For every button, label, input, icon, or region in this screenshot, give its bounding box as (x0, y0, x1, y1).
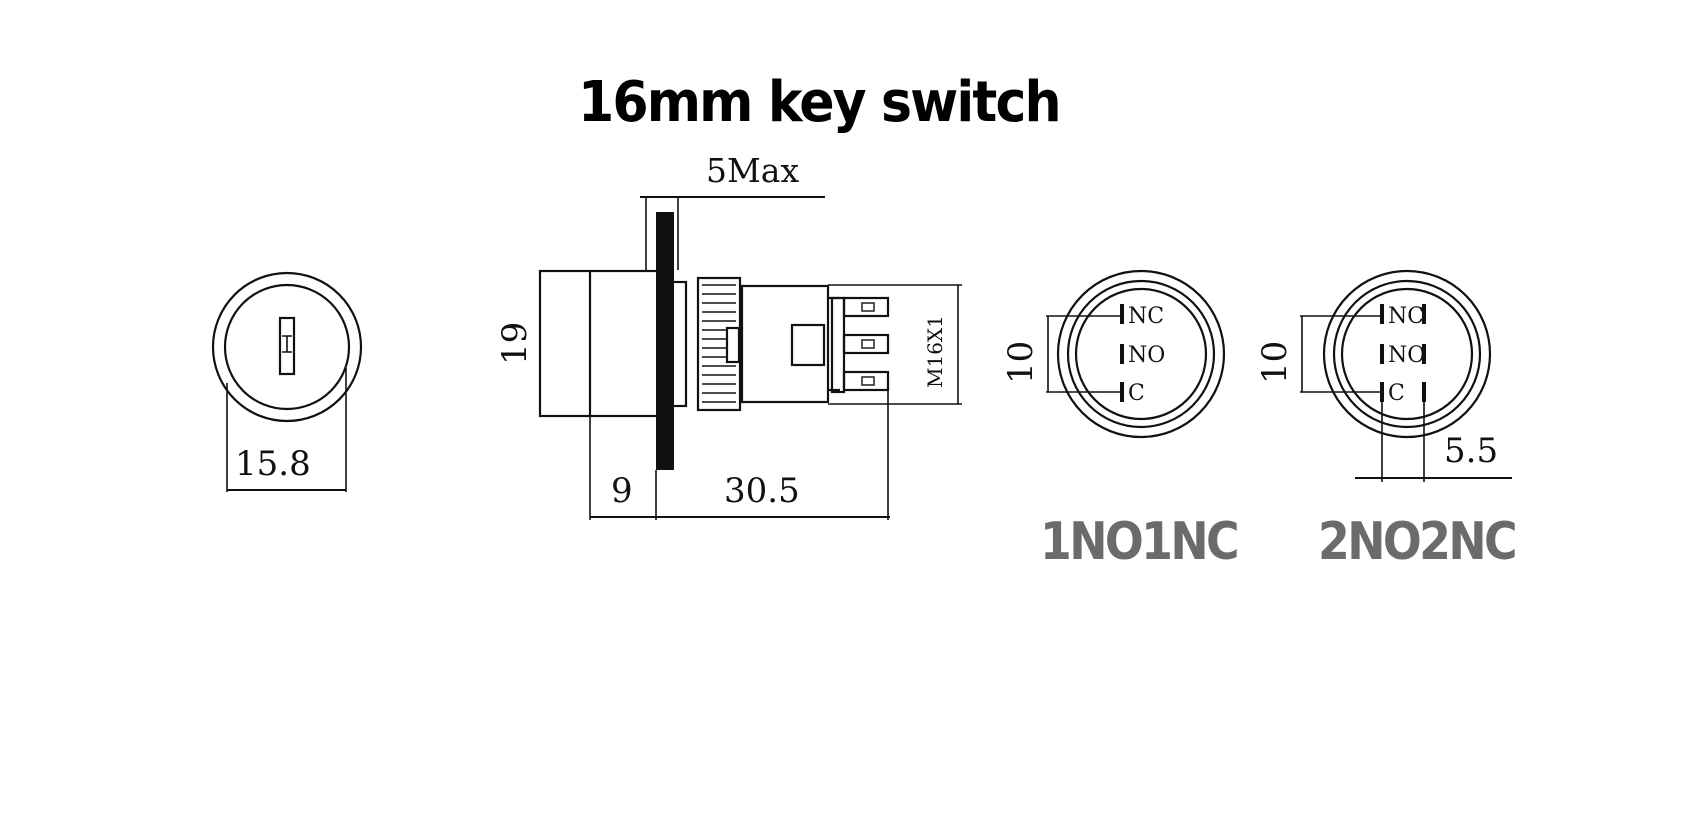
terminal-top (842, 296, 890, 318)
height-label: 19 (495, 322, 535, 365)
knurl-lines (702, 284, 736, 403)
contact-ring-middle-1 (1066, 279, 1216, 429)
front-bezel-outer (211, 271, 363, 423)
contact-ring-outer-1 (1056, 269, 1226, 439)
terminal-label-c-1: C (1128, 381, 1145, 406)
thread-key (725, 326, 741, 364)
terminal-top-hole (861, 302, 875, 312)
terminal-label-no-2: NO (1388, 343, 1425, 368)
panel-thickness-label: 5Max (706, 151, 799, 190)
terminal-label-nc-1: NC (1128, 304, 1164, 329)
front-view: 15.8 (211, 271, 363, 492)
thread-label: M16X1 (923, 315, 947, 388)
body-length-label: 30.5 (724, 471, 800, 511)
mounting-flange (656, 212, 674, 470)
front-bezel-inner (223, 283, 351, 411)
terminal-label-nc-2: NC (1388, 304, 1424, 329)
caption-1no1nc: 1NO1NC (1040, 512, 1240, 572)
contact-ring-inner-2 (1340, 287, 1474, 421)
side-view: 5Max M16X1 19 (495, 151, 962, 520)
keyhole-ward (282, 335, 292, 353)
head-depth-label: 9 (611, 471, 633, 511)
contact-view-1no1nc: NC NO C 10 (1001, 269, 1226, 439)
contact-view-2no2nc: NC NO C 10 5.5 (1255, 269, 1512, 482)
body-window (790, 323, 826, 367)
switch-head (538, 269, 662, 418)
terminal-bottom (842, 370, 890, 392)
terminal-middle-hole (861, 339, 875, 349)
page-title: 16mm key switch (578, 70, 1062, 135)
spacing-label-1: 10 (1001, 341, 1041, 384)
terminal-label-no-1: NO (1128, 343, 1165, 368)
contact-ring-middle-2 (1332, 279, 1482, 429)
contact-ring-inner-1 (1074, 287, 1208, 421)
terminal-label-c-2: C (1388, 381, 1405, 406)
front-diameter-label: 15.8 (235, 444, 311, 484)
spacing-label-2: 10 (1255, 341, 1295, 384)
pitch-label: 5.5 (1444, 431, 1498, 471)
flange-inner (660, 280, 688, 408)
switch-body (740, 284, 830, 404)
contact-ring-outer-2 (1322, 269, 1492, 439)
keyhole (278, 316, 296, 376)
terminal-bottom-hole (861, 376, 875, 386)
terminal-block (830, 296, 846, 394)
terminal-middle (842, 333, 890, 355)
caption-2no2nc: 2NO2NC (1318, 512, 1518, 572)
